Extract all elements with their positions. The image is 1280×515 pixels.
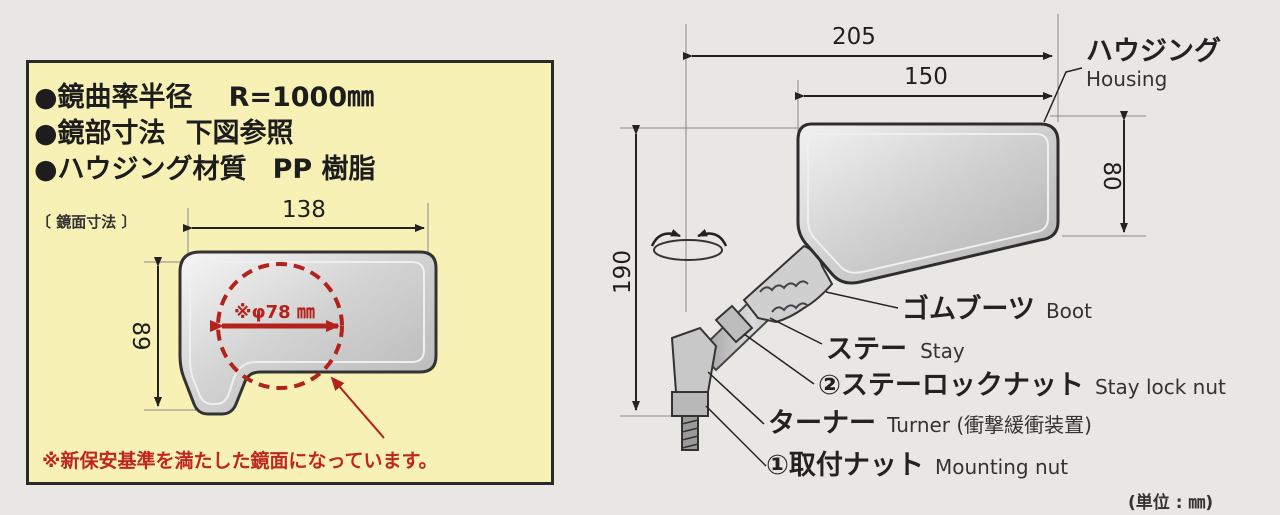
part-jp: ターナー [768, 408, 876, 439]
part-jp: ①取付ナット [766, 450, 924, 481]
mounting-bolt [681, 415, 699, 451]
mirror-face-caption: 〔 鏡面寸法 〕 [36, 213, 137, 231]
rotation-ellipse [653, 239, 723, 261]
spec-curvature: ●鏡曲率半径 R=1000㎜ [34, 84, 374, 111]
bolt-thread [681, 419, 699, 449]
assembly-drawing: 80 190 89 [127, 14, 1146, 467]
part-en: Boot [1045, 299, 1092, 323]
part-label-stay-lock-nut: ②ステーロックナット Stay lock nut [818, 372, 1226, 399]
spec-mirror-size-label: ●鏡部寸法 [34, 118, 166, 149]
part-en: Housing [1086, 67, 1168, 91]
leader-housing [1043, 67, 1083, 123]
unit-note: (単位 : ㎜) [1128, 493, 1214, 513]
part-en: Mounting nut [934, 455, 1069, 479]
spec-curvature-label: ●鏡曲率半径 [34, 82, 193, 113]
dim-label-150: 150 [904, 64, 948, 90]
spec-mirror-size-value: 下図参照 [185, 118, 294, 149]
part-en: Stay [920, 339, 965, 363]
part-label-boot: ゴムブーツ Boot [902, 296, 1092, 323]
diameter-circle [216, 262, 344, 390]
rotation-arrow-right [697, 228, 728, 247]
part-label-stay: ステー Stay [826, 336, 965, 363]
part-en: Turner (衝撃緩衝装置) [887, 413, 1092, 437]
housing-outline [796, 122, 1060, 285]
boot-ribs [759, 280, 809, 293]
part-label-housing: ハウジング Housing [1086, 38, 1221, 89]
rotation-arrow-left [650, 228, 681, 247]
boot-ribs [771, 302, 809, 313]
part-jp: ②ステーロックナット [818, 370, 1084, 401]
dim-label-80: 80 [1098, 161, 1124, 190]
spec-housing-material-value: PP 樹脂 [272, 154, 376, 185]
dim-label-138: 138 [282, 197, 326, 223]
diameter-label: ※φ78 ㎜ [234, 302, 315, 323]
leader-turner [707, 371, 765, 425]
dim-label-205: 205 [832, 24, 876, 50]
leader-boot [825, 291, 899, 309]
spec-mirror-size: ●鏡部寸法下図参照 [34, 120, 294, 147]
spec-curvature-value: R=1000㎜ [228, 82, 375, 113]
leader-lock-nut [743, 333, 815, 385]
part-label-turner: ターナー Turner (衝撃緩衝装置) [768, 410, 1092, 437]
mirror-face-drawing [144, 203, 438, 439]
stay-lock-nut [714, 304, 754, 344]
note-pointer-arrow [330, 376, 385, 439]
part-label-mounting-nut: ①取付ナット Mounting nut [766, 452, 1068, 479]
spec-housing-material: ●ハウジング材質 PP 樹脂 [34, 156, 376, 183]
leader-stay [769, 317, 823, 345]
spec-housing-material-label: ●ハウジング材質 [34, 154, 247, 185]
dim-label-190: 190 [610, 250, 636, 294]
standard-note: ※新保安基準を満たした鏡面になっています。 [42, 450, 438, 472]
part-jp: ステー [826, 334, 907, 365]
housing-bevel [807, 133, 1049, 274]
mounting-nut [671, 391, 709, 417]
mirror-face-bevel [189, 261, 425, 405]
part-jp: ゴムブーツ [902, 294, 1035, 325]
dim-label-89: 89 [127, 321, 153, 350]
turner [670, 326, 718, 393]
part-jp: ハウジング [1086, 36, 1221, 67]
leader-mounting-nut [705, 405, 767, 467]
mirror-face-outline [178, 250, 438, 416]
part-en: Stay lock nut [1094, 375, 1226, 399]
